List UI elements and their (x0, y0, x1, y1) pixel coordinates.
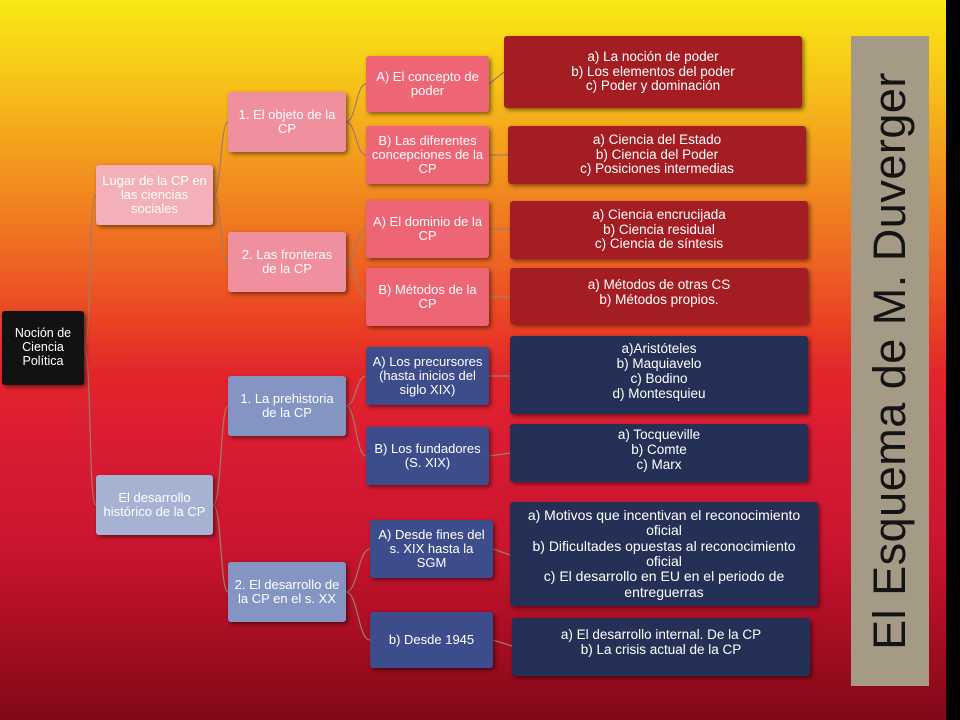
leaf-metodos-cp: a) Métodos de otras CS b) Métodos propio… (510, 268, 808, 324)
node-concepto-poder: A) El concepto de poder (366, 56, 489, 112)
leaf-item: b) Ciencia del Poder (595, 146, 719, 162)
branch-desarrollo-historico: El desarrollo histórico de la CP (96, 475, 213, 535)
branch-label: Lugar de la CP en las ciencias sociales (102, 172, 207, 217)
leaf-item: b) Métodos propios. (599, 291, 719, 307)
node-dominio-cp: A) El dominio de la CP (366, 200, 489, 258)
node-label: A) El concepto de poder (376, 68, 479, 98)
side-title-panel: El Esquema de M. Duverger (851, 36, 929, 686)
node-label: A) Los precursores (hasta inicios del si… (372, 353, 483, 398)
node-label: 1. La prehistoria de la CP (240, 390, 334, 420)
leaf-item: b) Dificultades opuestas al reconocimien… (532, 537, 796, 569)
node-desde-1945: b) Desde 1945 (370, 612, 493, 668)
node-prehistoria-cp: 1. La prehistoria de la CP (228, 376, 346, 436)
node-objeto-cp: 1. El objeto de la CP (228, 92, 346, 152)
leaf-fundadores: a) Tocqueville b) Comte c) Marx (510, 424, 808, 482)
leaf-item: a) La noción de poder (587, 48, 719, 64)
node-metodos-cp: B) Métodos de la CP (366, 268, 489, 326)
leaf-item: a) Métodos de otras CS (587, 277, 731, 292)
leaf-item: c) El desarrollo en EU en el periodo de … (543, 568, 785, 600)
leaf-item: a) El desarrollo internal. De la CP (560, 627, 762, 642)
leaf-dominio-cp: a) Ciencia encrucijada b) Ciencia residu… (510, 201, 808, 259)
leaf-item: b) Comte (631, 441, 687, 457)
node-precursores: A) Los precursores (hasta inicios del si… (366, 347, 489, 405)
leaf-item: b) La crisis actual de la CP (580, 641, 742, 657)
leaf-item: b) Los elementos del poder (571, 63, 735, 79)
node-label: 2. El desarrollo de la CP en el s. XX (234, 576, 340, 606)
node-label: B) Métodos de la CP (378, 281, 477, 311)
leaf-item: c) Poder y dominación (585, 78, 721, 94)
leaf-item: a)Aristóteles (621, 341, 697, 356)
branch-label: El desarrollo histórico de la CP (103, 489, 206, 519)
leaf-item: b) Maquiavelo (616, 355, 702, 371)
leaf-item: c) Marx (636, 456, 682, 472)
side-title: El Esquema de M. Duverger (864, 72, 915, 650)
node-label: B) Las diferentes concepciones de la CP (371, 132, 484, 177)
leaf-precursores: a)Aristóteles b) Maquiavelo c) Bodino d)… (510, 336, 808, 414)
root-node: Noción de Ciencia Política (2, 311, 84, 385)
node-label: A) El dominio de la CP (372, 213, 483, 243)
right-edge-bar (946, 0, 960, 720)
leaf-item: b) Ciencia residual (603, 221, 715, 237)
node-label: B) Los fundadores (S. XIX) (374, 440, 481, 470)
leaf-item: a) Tocqueville (617, 427, 701, 442)
leaf-item: a) Ciencia encrucijada (592, 206, 726, 222)
leaf-item: c) Posiciones intermedias (580, 161, 734, 177)
leaf-item: c) Bodino (630, 370, 688, 386)
leaf-desde-fines-sxix: a) Motivos que incentivan el reconocimie… (510, 502, 818, 606)
node-desarrollo-sxx: 2. El desarrollo de la CP en el s. XX (228, 562, 346, 622)
branch-lugar-cp: Lugar de la CP en las ciencias sociales (96, 165, 213, 225)
node-label: 2. Las fronteras de la CP (241, 246, 333, 276)
leaf-concepto-poder: a) La noción de poder b) Los elementos d… (504, 36, 802, 108)
leaf-item: a) Ciencia del Estado (592, 131, 722, 147)
leaf-diferentes-concepciones: a) Ciencia del Estado b) Ciencia del Pod… (508, 126, 806, 184)
node-label: b) Desde 1945 (388, 631, 475, 647)
leaf-item: d) Montesquieu (612, 385, 706, 401)
node-desde-fines-sxix: A) Desde fines del s. XIX hasta la SGM (370, 520, 493, 578)
leaf-item: a) Motivos que incentivan el reconocimie… (527, 506, 801, 539)
root-label: Noción de Ciencia Política (14, 326, 72, 368)
leaf-item: c) Ciencia de síntesis (594, 236, 724, 252)
leaf-desde-1945: a) El desarrollo internal. De la CP b) L… (512, 618, 810, 676)
node-fronteras-cp: 2. Las fronteras de la CP (228, 232, 346, 292)
node-label: A) Desde fines del s. XIX hasta la SGM (378, 526, 485, 571)
node-diferentes-concepciones: B) Las diferentes concepciones de la CP (366, 126, 489, 184)
node-label: 1. El objeto de la CP (238, 106, 336, 136)
node-fundadores: B) Los fundadores (S. XIX) (366, 427, 489, 485)
